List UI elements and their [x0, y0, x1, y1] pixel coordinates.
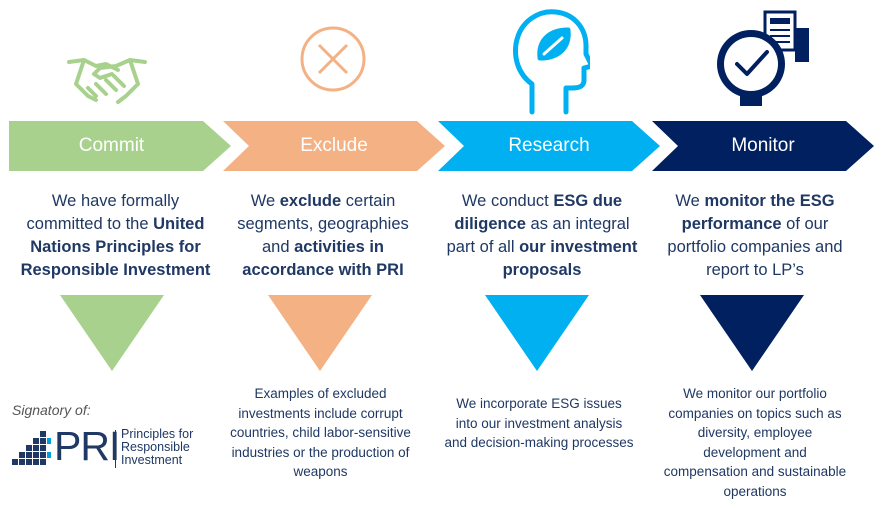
- stage-description-commit: We have formally committed to the United…: [18, 190, 213, 282]
- stage-description-monitor: We monitor the ESG performance of our po…: [655, 190, 855, 282]
- text-run: We have formally committed to the: [26, 192, 180, 233]
- text-run: We: [675, 192, 705, 210]
- stage-description-exclude: We exclude certain segments, geographies…: [228, 190, 418, 282]
- gauge-check-document-icon: [715, 10, 813, 110]
- text-run: We conduct: [461, 192, 554, 210]
- chevron-shape: [652, 121, 874, 171]
- stage-chevron-commit: [9, 121, 231, 171]
- bold-text-run: exclude: [279, 192, 342, 210]
- stage-label-exclude: Exclude: [300, 135, 368, 156]
- stage-arrow-research: [485, 295, 589, 371]
- stage-chevron-exclude: [223, 121, 445, 171]
- pri-logo-divider: [115, 430, 116, 468]
- pri-logo-line-2: Responsible: [121, 440, 190, 454]
- pri-logo-text: Principles for Responsible Investment: [121, 428, 193, 467]
- text-run: of our portfolio companies and report to…: [667, 215, 843, 279]
- stage-arrow-exclude: [268, 295, 372, 371]
- stage-label-monitor: Monitor: [731, 135, 795, 156]
- text-run: We: [250, 192, 280, 210]
- pri-logo-line-3: Investment: [121, 453, 183, 467]
- cross-circle-icon: [298, 24, 368, 94]
- stage-label-research: Research: [508, 135, 590, 156]
- pri-logo-squares-icon: [12, 431, 51, 465]
- stage-description-research: We conduct ESG due diligence as an integ…: [442, 190, 642, 282]
- text-run: as an integral part of all: [446, 215, 630, 256]
- stage-note-monitor: We monitor our portfolio companies on to…: [663, 386, 847, 499]
- chevron-shape: [9, 121, 231, 171]
- bold-text-run: our investment proposals: [502, 238, 638, 279]
- stage-label-commit: Commit: [78, 135, 145, 156]
- stage-chevron-monitor: [652, 121, 874, 171]
- bold-text-run: United Nations Principles for Responsibl…: [20, 215, 211, 279]
- handshake-icon: [66, 50, 148, 110]
- stage-arrow-monitor: [700, 295, 804, 371]
- stage-note-research: We incorporate ESG issues into our inves…: [444, 396, 634, 450]
- chevron-shape: [223, 121, 445, 171]
- bold-text-run: monitor the ESG performance: [681, 192, 835, 233]
- chevron-shape: [438, 121, 660, 171]
- head-leaf-icon: [510, 6, 595, 116]
- stage-chevron-research: [438, 121, 660, 171]
- signatory-label: Signatory of:: [12, 402, 91, 418]
- stage-note-exclude: Examples of excluded investments include…: [230, 386, 411, 479]
- pri-logo-line-1: Principles for: [121, 427, 194, 441]
- pri-logo-word: PRI: [54, 423, 120, 469]
- text-run: certain segments, geographies and: [237, 192, 409, 256]
- bold-text-run: ESG due diligence: [454, 192, 623, 233]
- stage-arrow-commit: [60, 295, 164, 371]
- bold-text-run: activities in accordance with PRI: [242, 238, 404, 279]
